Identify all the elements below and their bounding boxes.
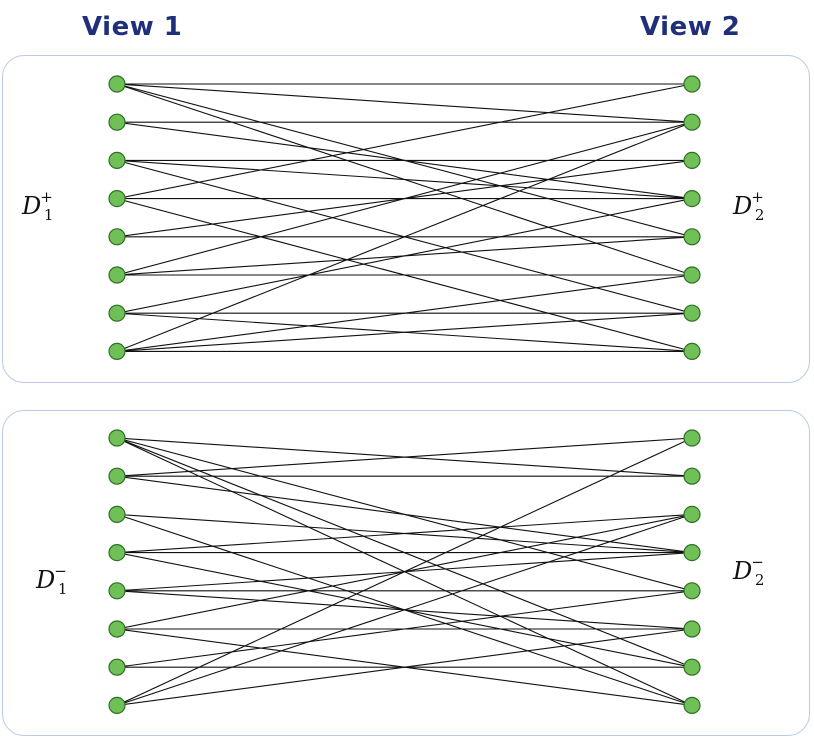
node-negative-view1-5	[108, 620, 126, 638]
node-negative-view1-3	[108, 543, 126, 562]
node-negative-view2-1	[683, 467, 701, 485]
node-positive-view2-6	[683, 304, 701, 322]
node-positive-view1-6	[108, 304, 126, 322]
label-d2-plus: D+2	[733, 188, 765, 224]
node-positive-view1-4	[108, 228, 126, 246]
node-positive-view2-2	[683, 151, 701, 169]
node-negative-view1-4	[108, 582, 126, 600]
edge-negative-3-2	[116, 513, 693, 554]
edge-negative-7-2	[116, 513, 693, 706]
edge-positive-7-5	[116, 274, 693, 352]
edge-positive-5-1	[116, 121, 693, 276]
node-positive-view2-0	[683, 75, 701, 93]
node-negative-view2-6	[683, 658, 701, 676]
node-negative-view1-1	[108, 467, 126, 485]
node-positive-view2-7	[683, 342, 701, 360]
node-positive-view1-0	[108, 75, 126, 93]
label-d2-minus: D−2	[733, 553, 765, 589]
edge-negative-7-5	[116, 628, 693, 706]
node-negative-view1-6	[108, 658, 126, 676]
edge-negative-7-0	[116, 437, 693, 706]
node-positive-view2-3	[683, 190, 701, 208]
negative-group-panel	[2, 410, 810, 736]
edge-positive-0-1	[116, 83, 693, 123]
node-negative-view2-4	[683, 582, 701, 600]
positive-group-panel	[2, 55, 810, 383]
node-negative-view2-3	[683, 543, 701, 562]
node-negative-view2-5	[683, 620, 701, 638]
node-positive-view2-5	[683, 266, 701, 284]
node-negative-view1-7	[108, 696, 126, 715]
node-positive-view1-3	[108, 190, 126, 208]
node-negative-view2-2	[683, 505, 701, 524]
view-2-title: View 2	[640, 12, 741, 42]
edge-positive-3-0	[116, 83, 693, 200]
node-positive-view1-2	[108, 151, 126, 169]
node-positive-view2-4	[683, 228, 701, 246]
edge-positive-2-3	[116, 159, 693, 200]
node-negative-view1-2	[108, 505, 126, 524]
node-positive-view2-1	[683, 113, 701, 131]
node-negative-view2-7	[683, 696, 701, 715]
node-positive-view1-5	[108, 266, 126, 284]
edge-positive-7-6	[116, 312, 693, 352]
view-1-title: View 1	[82, 12, 183, 42]
edge-positive-7-1	[116, 121, 693, 352]
node-negative-view1-0	[108, 429, 126, 447]
node-negative-view2-0	[683, 429, 701, 447]
node-positive-view1-7	[108, 342, 126, 360]
edge-positive-6-3	[116, 198, 693, 314]
edge-negative-1-0	[116, 437, 693, 477]
label-d1-plus: D+1	[22, 188, 54, 224]
node-positive-view1-1	[108, 113, 126, 131]
label-d1-minus: D−1	[36, 562, 68, 598]
edge-negative-6-4	[116, 590, 693, 668]
edge-negative-1-3	[116, 475, 693, 554]
